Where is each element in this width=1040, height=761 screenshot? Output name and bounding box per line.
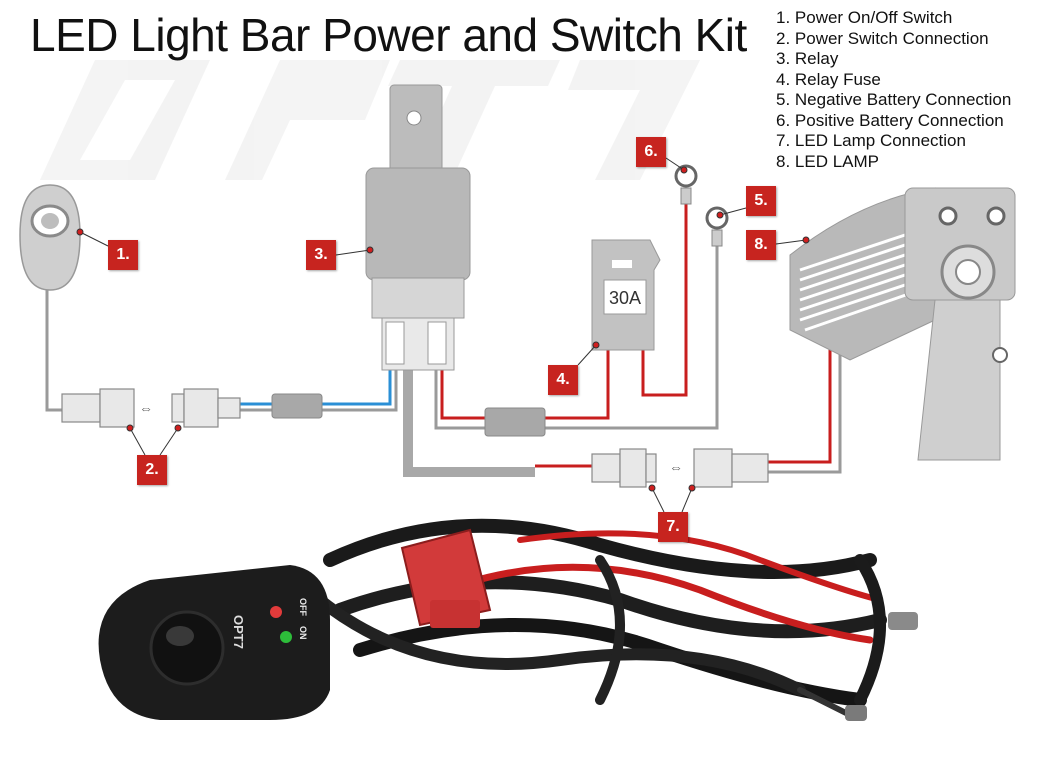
switch-on-label: ON — [298, 626, 308, 640]
brand-watermark — [40, 60, 700, 180]
power-switch — [19, 184, 81, 291]
badge-positive-battery: 6. — [636, 137, 666, 167]
legend-item: 7. LED Lamp Connection — [776, 131, 966, 150]
component-legend: 1. Power On/Off Switch 2. Power Switch C… — [776, 8, 1011, 172]
badge-led-lamp: 8. — [746, 230, 776, 260]
led-lamp-connector — [591, 448, 769, 488]
legend-item: 4. Relay Fuse — [776, 69, 881, 89]
badge-relay: 3. — [306, 240, 336, 270]
power-switch-connector — [61, 388, 241, 428]
svg-text:⇔: ⇔ — [139, 400, 153, 416]
led-lamp — [789, 187, 1016, 461]
badge-switch-connection: 2. — [137, 455, 167, 485]
wiring-harness-photo — [314, 518, 918, 721]
page-title: LED Light Bar Power and Switch Kit — [30, 9, 747, 61]
relay-fuse — [591, 239, 661, 351]
badge-relay-fuse: 4. — [548, 365, 578, 395]
badge-power-switch: 1. — [108, 240, 138, 270]
badge-negative-battery: 5. — [746, 186, 776, 216]
legend-item: 8. LED LAMP — [776, 151, 879, 171]
svg-text:⇔: ⇔ — [669, 459, 683, 475]
switch-brand-logo: OPT7 — [231, 615, 246, 649]
legend-item: 5. Negative Battery Connection — [776, 90, 1012, 109]
fuse-rating-label: 30A — [609, 288, 641, 308]
legend-item: 6. Positive Battery Connection — [776, 110, 1004, 130]
badge-led-lamp-connection: 7. — [658, 512, 688, 542]
legend-item: 3. Relay — [776, 49, 839, 68]
switch-photo: OPT7 OFF ON — [98, 565, 330, 720]
relay — [365, 84, 471, 371]
legend-item: 2. Power Switch Connection — [776, 28, 989, 48]
legend-item: 1. Power On/Off Switch — [776, 8, 953, 27]
switch-off-label: OFF — [298, 598, 308, 616]
